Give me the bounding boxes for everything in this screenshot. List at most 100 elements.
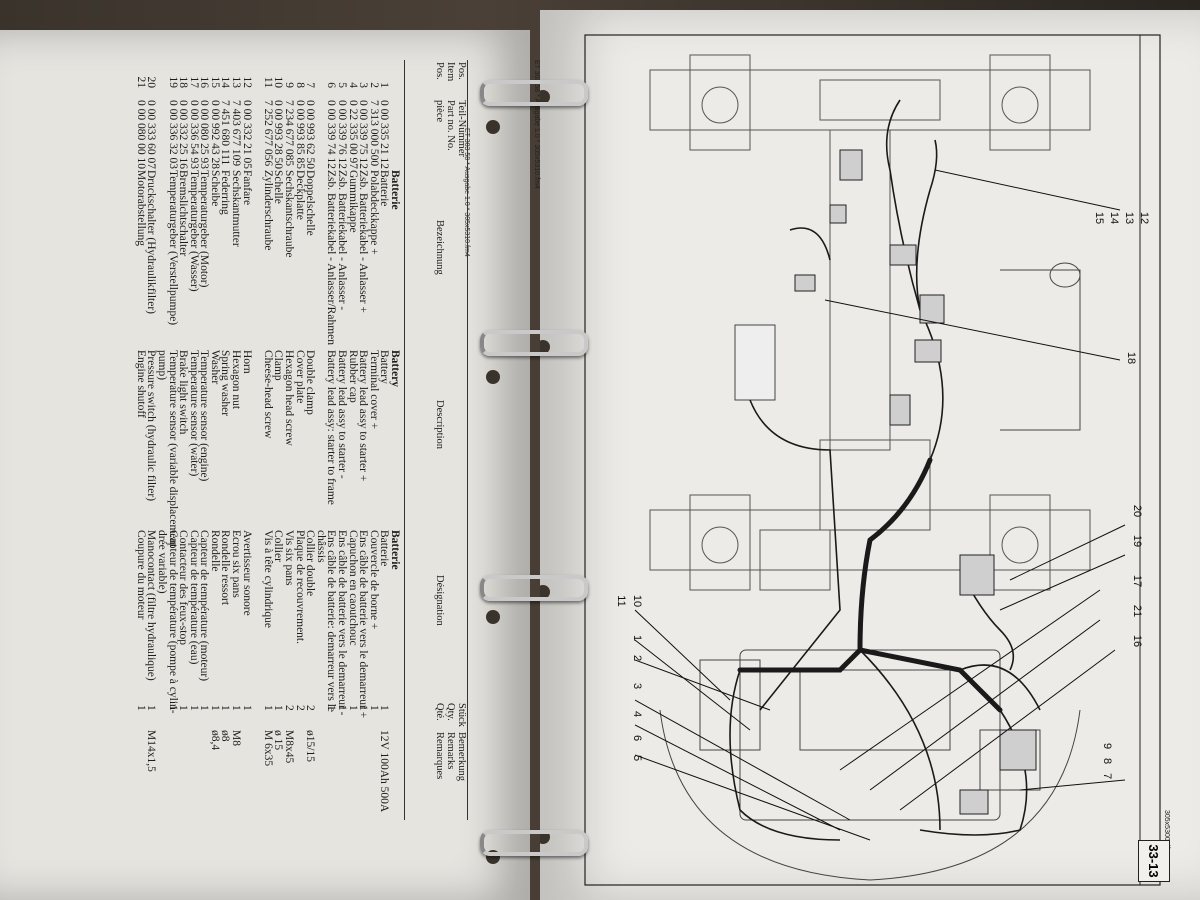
cell-de: Temperaturgeber (Verstellpumpe) — [166, 170, 179, 326]
cell-pos: 17 — [187, 76, 200, 89]
cell-fr: Avertisseur sonore — [240, 530, 253, 616]
right-page-wiring-diagram — [540, 10, 1200, 900]
cell-de: Zsb. Batteriekabel - Anlasser + — [357, 170, 370, 313]
cell-pos: 11 — [261, 76, 274, 88]
cell-en: Temperature sensor (engine) — [198, 350, 211, 482]
callout-label: 3 — [631, 682, 643, 690]
section-fr: Batterie — [389, 530, 401, 570]
cell-en: Cover plate — [293, 350, 306, 404]
components — [794, 149, 1037, 815]
cell-rem: ø15/15 — [304, 730, 317, 762]
punch-hole — [540, 90, 550, 104]
diagram-frame — [584, 34, 1161, 886]
callout-label: 19 — [1131, 534, 1143, 548]
cell-en: Brake light switch — [177, 350, 190, 435]
front-axle-drawing — [649, 439, 1091, 591]
table-row — [252, 60, 263, 820]
cell-rem: ø8 — [219, 730, 232, 742]
table-header: Pos. Item Pos. Teil-Nummer Part no. No. … — [404, 60, 468, 820]
cell-de: Scheibe — [208, 170, 221, 207]
punch-hole — [540, 830, 550, 844]
table-row: pump)drée variable) — [155, 60, 168, 820]
cell-pos: 2 — [367, 82, 380, 88]
cell-fr: drée variable) — [155, 530, 168, 594]
cell-pos: 21 — [134, 76, 147, 89]
callout-label: 5 — [631, 754, 643, 762]
callout-label: 18 — [1125, 351, 1137, 365]
cell-rem: M 6x35 — [261, 730, 274, 767]
page-number: 33-13 — [1138, 840, 1170, 882]
cell-de: Temperaturgeber (Motor) — [198, 170, 211, 288]
cell-qty: 1 — [336, 705, 349, 711]
callout-label: 21 — [1131, 604, 1143, 618]
cell-en: Cheese-head screw — [261, 350, 274, 439]
punch-hole — [486, 120, 500, 134]
cell-part: 0 00 080 25 93 — [198, 100, 211, 169]
cell-part: 0 00 336 32 03 — [166, 100, 179, 169]
cell-de: Federring — [219, 170, 232, 215]
cell-part: 0 00 339 74 12 — [325, 100, 338, 169]
cell-de: Gummikappe — [346, 170, 359, 233]
cell-en: Temperature sensor (water) — [187, 350, 200, 477]
cell-pos: 8 — [293, 82, 306, 88]
engine-drawing — [659, 262, 1081, 881]
cell-qty: 1 — [240, 705, 253, 711]
callout-label: 13 — [1123, 211, 1135, 225]
cell-de: Sechskantmutter — [230, 170, 243, 247]
cell-en: Spring washer — [219, 350, 232, 417]
cell-en: Hexagon head screw — [283, 350, 296, 446]
cell-de: Deckplatte — [293, 170, 306, 220]
cell-pos: 6 — [325, 82, 338, 88]
cell-en: Battery lead assy to starter - — [336, 350, 349, 479]
cell-de: Druckschalter (Hydraulikfilter) — [145, 170, 158, 315]
binder-ring — [480, 830, 588, 856]
cell-de: Zsb. Batteriekabel - Anlasser - — [336, 170, 349, 311]
cell-part: 0 00 336 54 93 — [187, 100, 200, 169]
cell-de: Temperaturgeber (Wasser) — [187, 170, 200, 292]
callout-label: 6 — [631, 734, 643, 742]
cell-fr: Capteur de température (pompe à cylin- — [166, 530, 179, 714]
punch-hole — [540, 340, 550, 354]
cell-en: Temperature sensor (variable displacemen… — [166, 350, 179, 548]
left-page-parts-list — [0, 30, 530, 900]
callout-label: 14 — [1108, 211, 1120, 225]
cell-en: Washer — [208, 350, 221, 385]
punch-hole — [540, 585, 550, 599]
cell-de: Polabdeckkappe + — [367, 170, 380, 255]
cell-pos: 3 — [357, 82, 370, 88]
cell-de: Motorabstellung — [134, 170, 147, 247]
cell-fr: Plaque de recouvrement. — [293, 530, 306, 644]
cell-fr: Couvercle de borne + — [367, 530, 380, 630]
cell-fr: châssis — [314, 530, 327, 563]
cell-fr: Capteur de température (eau) — [187, 530, 200, 665]
cell-part: 7 313 000 500 — [367, 100, 380, 167]
cell-pos: 13 — [230, 76, 243, 89]
cell-part: 7 234 677 085 — [283, 100, 296, 167]
cell-fr: Rondelle — [208, 530, 221, 572]
cell-de: Fanfare — [240, 170, 253, 206]
cell-de: Doppelschelle — [304, 170, 317, 236]
cell-pos: 19 — [166, 76, 179, 89]
cell-en: Battery lead assy to starter + — [357, 350, 370, 482]
cell-fr: Rondelle ressort — [219, 530, 232, 606]
cell-part: 0 22 335 00 97 — [346, 100, 359, 169]
cell-fr: Manocontact (filtre hydraulique) — [145, 530, 158, 681]
cell-qty: 1 — [230, 705, 243, 711]
callout-label: 15 — [1093, 211, 1105, 225]
cell-fr: Vis six pans — [283, 530, 296, 586]
cell-fr: Collier — [272, 530, 285, 562]
cell-de: Batterie — [378, 170, 391, 207]
cell-qty: 1 — [177, 705, 190, 711]
cell-part: 0 00 080 00 10 — [134, 100, 147, 169]
